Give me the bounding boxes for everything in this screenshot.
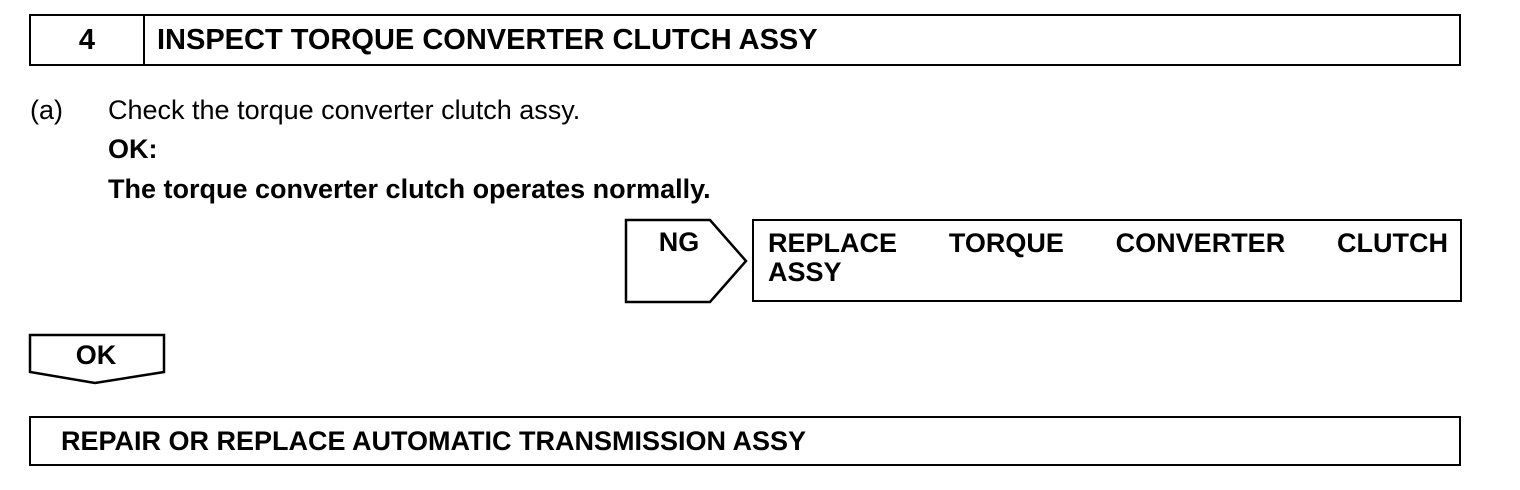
final-action-box: REPAIR OR REPLACE AUTOMATIC TRANSMISSION… [29, 416, 1461, 466]
ng-arrow-icon [624, 218, 748, 304]
final-action-text: REPAIR OR REPLACE AUTOMATIC TRANSMISSION… [61, 425, 807, 456]
step-number: 4 [31, 16, 145, 64]
ng-result-line2: ASSY [768, 257, 842, 287]
ok-spec-label: OK: [108, 134, 158, 164]
step-header: 4 INSPECT TORQUE CONVERTER CLUTCH ASSY [29, 14, 1461, 66]
ng-label: NG [658, 227, 700, 257]
ok-spec-text: The torque converter clutch operates nor… [108, 174, 711, 204]
ng-result-box: REPLACE TORQUE CONVERTER CLUTCH ASSY [752, 219, 1462, 302]
ok-label: OK [75, 340, 117, 370]
ng-result-line1: REPLACE TORQUE CONVERTER CLUTCH [768, 228, 1448, 258]
instruction-text: Check the torque converter clutch assy. [108, 95, 581, 125]
instruction-label: (a) [30, 95, 63, 125]
ok-arrow-icon [28, 333, 166, 385]
step-title: INSPECT TORQUE CONVERTER CLUTCH ASSY [157, 23, 818, 56]
